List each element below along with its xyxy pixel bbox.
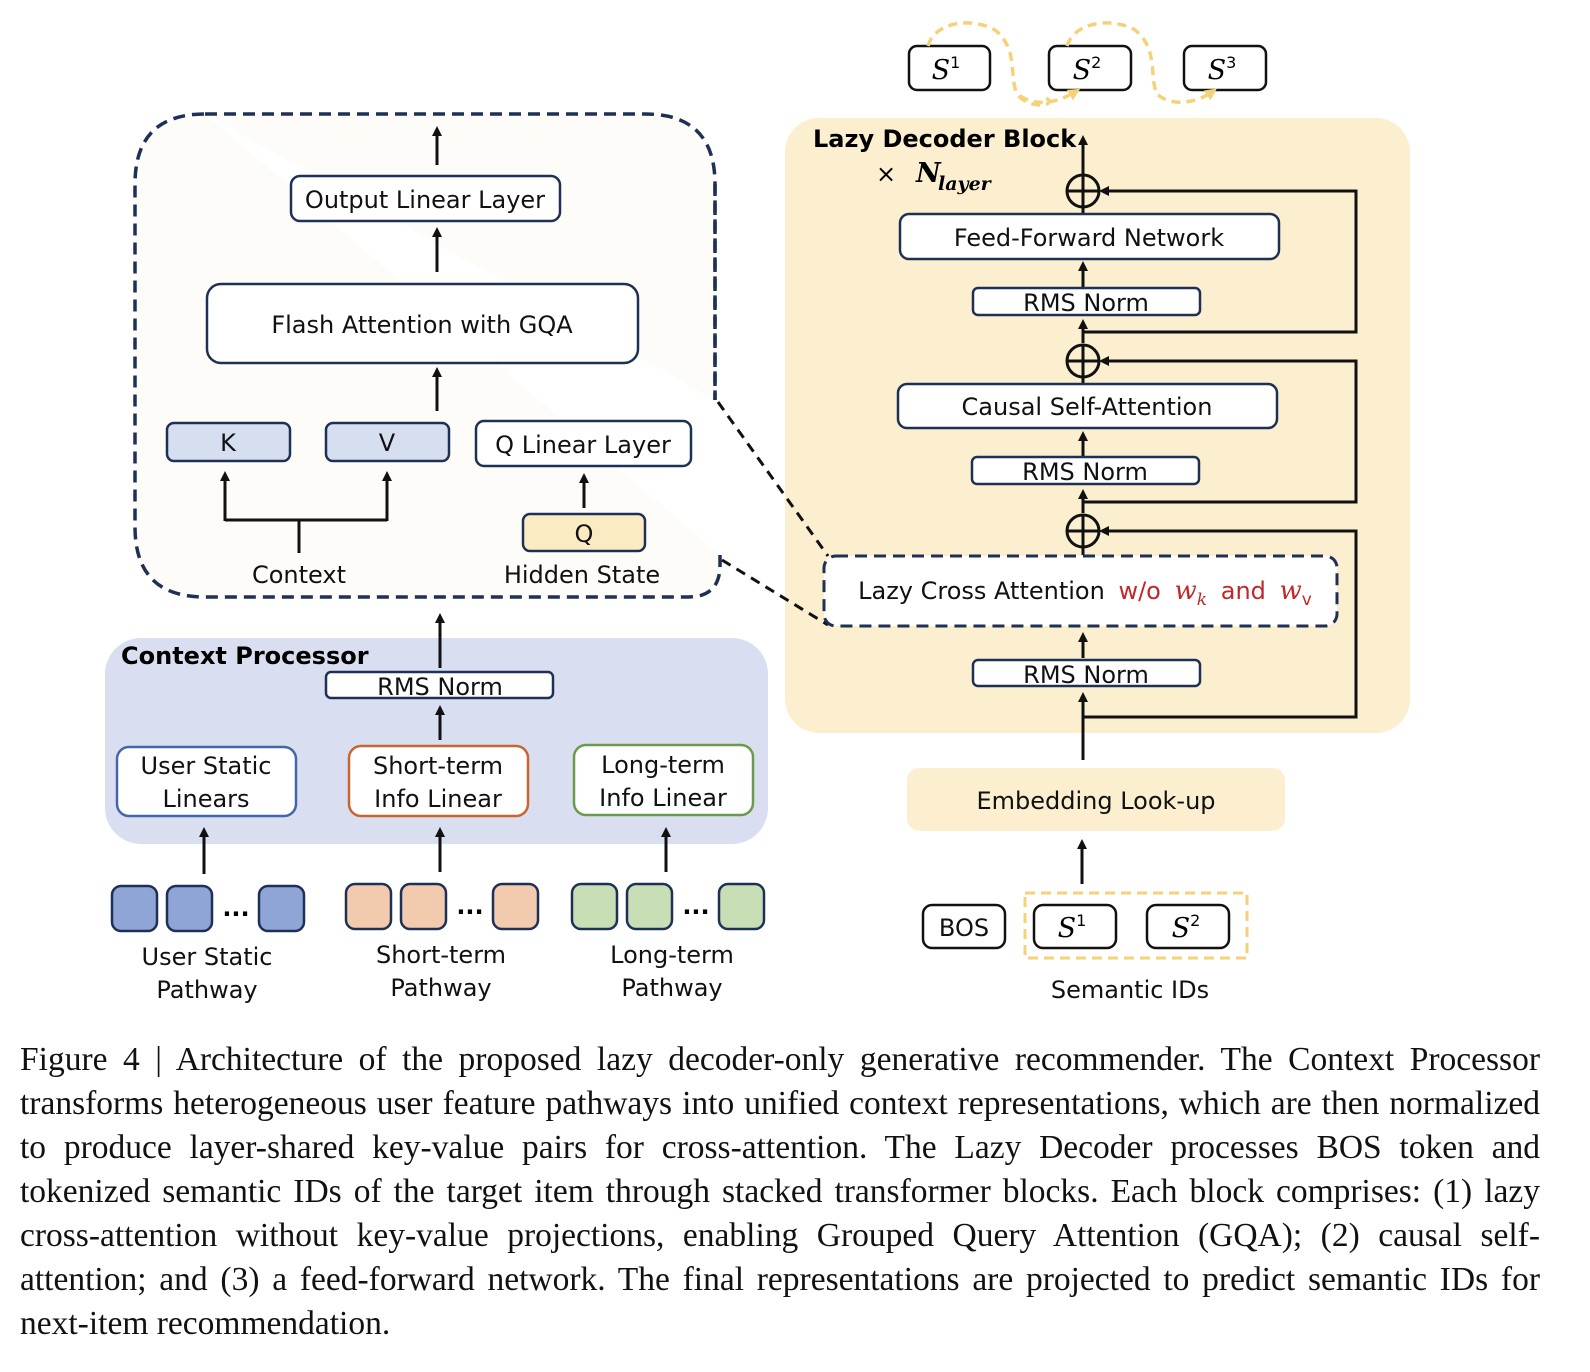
zoom-connector-top [716,401,830,557]
pathway-token [625,882,674,931]
user-static-linears-box: User Static Linears [115,745,298,818]
q-box: Q [521,512,647,553]
repeat-count-label: × N layer [876,158,993,195]
svg-text:Pathway: Pathway [621,974,722,1002]
context-label: Context [252,561,346,589]
decoder-block-title: Lazy Decoder Block [813,125,1077,153]
svg-text:Output Linear Layer: Output Linear Layer [305,186,545,214]
autoregressive-arrow-1 [926,21,1051,107]
svg-text:S2: S2 [1073,53,1102,86]
pathway-token [257,884,306,933]
causal-self-attention-box: Causal Self-Attention [896,382,1279,430]
svg-text:K: K [220,429,237,457]
svg-text:Pathway: Pathway [390,974,491,1002]
v-box: V [324,421,451,463]
svg-text:BOS: BOS [939,914,989,942]
svg-text:...: ... [222,894,249,922]
pathway-token [344,882,393,931]
pathway-token [165,884,214,933]
svg-text:×: × [876,160,896,188]
autoregressive-arrow-2 [1065,21,1160,96]
flash-attention-box: Flash Attention with GQA [205,282,640,365]
pathway-token [491,882,540,931]
feed-forward-network-box: Feed-Forward Network [898,212,1281,261]
svg-text:layer: layer [938,173,993,195]
svg-text:Causal Self-Attention: Causal Self-Attention [962,393,1213,421]
long-term-pathway-tokens: ... [570,882,766,931]
svg-text:User Static: User Static [142,943,273,971]
short-term-pathway-label: Short-term Pathway [376,941,506,1002]
svg-text:Linears: Linears [162,785,249,813]
svg-text:Q Linear Layer: Q Linear Layer [495,431,671,459]
decoder-rms-norm-1-box: RMS Norm [971,286,1202,317]
svg-text:...: ... [456,892,483,920]
decoder-rms-norm-2-box: RMS Norm [970,455,1201,486]
pathway-token [717,882,766,931]
q-linear-layer-box: Q Linear Layer [474,419,693,468]
semantic-id-input-s1: S1 [1032,903,1118,950]
embedding-lookup-box: Embedding Look-up [907,768,1285,831]
svg-text:Flash Attention with GQA: Flash Attention with GQA [271,311,573,339]
short-term-pathway-tokens: ... [344,882,540,931]
short-term-info-linear-box: Short-term Info Linear [347,744,530,818]
k-box: K [165,421,292,463]
svg-text:User Static: User Static [141,752,272,780]
pathway-token [110,884,159,933]
lazy-cross-attention-box: Lazy Cross Attention w/o wk and wv [822,554,1339,628]
bos-token-box: BOS [921,903,1007,950]
svg-text:Lazy Cross Attention w/o: Lazy Cross Attention w/o wk and wv [858,576,1312,611]
svg-text:Pathway: Pathway [156,976,257,1004]
architecture-diagram: Lazy Decoder Block × N layer Context Pro… [105,21,1410,1004]
output-token-s2: S2 [1047,44,1133,92]
decoder-rms-norm-3-box: RMS Norm [971,658,1202,689]
residual-add-icon [1065,173,1101,209]
svg-text:RMS Norm: RMS Norm [377,673,503,701]
user-static-pathway-label: User Static Pathway [142,943,273,1004]
context-rms-norm-box: RMS Norm [324,670,555,701]
output-token-s1: S1 [907,44,992,92]
hidden-state-label: Hidden State [504,561,660,589]
pathway-token [570,882,619,931]
figure-caption: Figure 4 | Architecture of the proposed … [20,1041,1540,1342]
svg-text:Info Linear: Info Linear [599,784,727,812]
svg-text:N: N [915,158,942,189]
semantic-ids-label: Semantic IDs [1051,976,1209,1004]
context-processor-title: Context Processor [121,642,369,670]
user-static-pathway-tokens: ... [110,884,306,933]
svg-text:Feed-Forward Network: Feed-Forward Network [954,224,1224,252]
residual-add-icon [1065,513,1101,549]
svg-text:S2: S2 [1172,911,1201,944]
svg-text:RMS Norm: RMS Norm [1022,458,1148,486]
svg-text:Q: Q [575,520,594,548]
svg-text:Long-term: Long-term [610,941,734,969]
svg-text:RMS Norm: RMS Norm [1023,289,1149,317]
svg-text:Long-term: Long-term [601,751,725,779]
semantic-id-input-s2: S2 [1145,903,1231,950]
svg-text:S1: S1 [1058,911,1087,944]
svg-text:Short-term: Short-term [373,752,503,780]
svg-text:Info Linear: Info Linear [374,785,502,813]
zoom-connector-bottom [721,558,829,627]
svg-text:RMS Norm: RMS Norm [1023,661,1149,689]
output-token-s3: S3 [1182,44,1268,92]
svg-text:Short-term: Short-term [376,941,506,969]
svg-text:S3: S3 [1208,53,1237,86]
svg-text:V: V [379,429,396,457]
long-term-info-linear-box: Long-term Info Linear [572,743,755,817]
svg-text:S1: S1 [932,53,961,86]
svg-text:...: ... [682,892,709,920]
output-linear-layer-box: Output Linear Layer [289,174,562,223]
long-term-pathway-label: Long-term Pathway [610,941,734,1002]
svg-text:Embedding Look-up: Embedding Look-up [976,787,1215,815]
residual-add-icon [1065,343,1101,379]
pathway-token [399,882,448,931]
